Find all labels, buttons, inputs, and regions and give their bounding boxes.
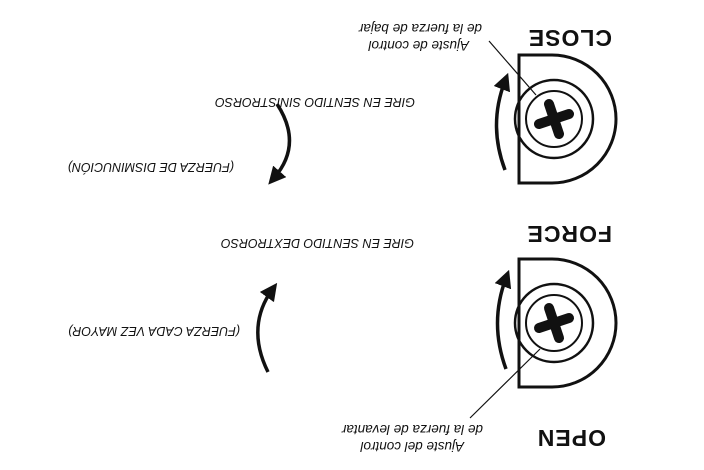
open-adjust-note: Ajuste del control de la fuerza de levan…	[342, 421, 483, 455]
open-leader-line	[469, 348, 541, 419]
close-leader-line	[488, 40, 537, 96]
open-knob-housing	[517, 257, 618, 389]
counterclockwise-arrow-icon	[268, 103, 292, 185]
open-adjust-line1: Ajuste del control	[360, 439, 464, 454]
close-adjust-note: Ajuste de control de la fuerza de bajar	[359, 20, 483, 54]
counterclockwise-effect: (FUERZA DE DISMINUCIÓN)	[67, 160, 234, 174]
close-phillips-screw-icon[interactable]	[513, 78, 595, 160]
open-curved-arrow-icon	[494, 269, 512, 370]
open-title: OPEN	[536, 425, 606, 451]
open-adjust-line2: de la fuerza de levantar	[341, 422, 483, 437]
clockwise-effect: (FUERZA CADA VEZ MAYOR)	[68, 324, 240, 338]
close-knob-housing	[517, 53, 618, 185]
force-title: FORCE	[526, 221, 613, 247]
clockwise-arrow-icon	[256, 282, 278, 373]
counterclockwise-instruction: GIRE EN SENTIDO SINISTRORSO	[214, 95, 415, 109]
open-phillips-screw-icon[interactable]	[513, 282, 595, 364]
clockwise-instruction: GIRE EN SENTIDO DEXTRORSO	[220, 236, 414, 250]
close-adjust-line1: Ajuste de control	[368, 38, 469, 53]
close-title: CLOSE	[527, 25, 612, 51]
close-adjust-line2: de la fuerza de bajar	[358, 21, 482, 36]
close-curved-arrow-icon	[493, 72, 511, 171]
